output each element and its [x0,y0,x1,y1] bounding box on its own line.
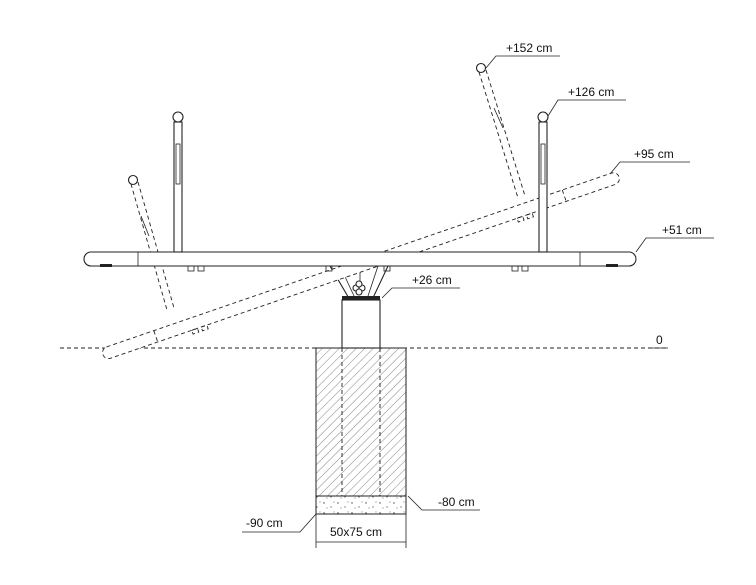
dimension-51: +51 cm [635,223,714,253]
level-right-handle [537,111,549,253]
label-126cm: +126 cm [568,85,614,99]
concrete-footing [315,347,407,515]
label-95cm: +95 cm [634,147,674,161]
dimension-minus-80: -80 cm [407,495,480,511]
label-minus-90cm: -90 cm [246,516,283,530]
label-minus-80cm: -80 cm [438,495,475,509]
level-left-handle [172,111,184,253]
label-152cm: +152 cm [506,41,552,55]
label-footing-size: 50x75 cm [330,525,382,539]
level-seesaw-beam [83,251,637,272]
footing-width-dimension: 50x75 cm [315,514,407,548]
pivot-post [341,299,381,349]
label-26cm: +26 cm [412,273,452,287]
tilted-right-handle [475,62,526,199]
dimension-26: +26 cm [381,273,460,299]
dimension-95: +95 cm [609,147,690,175]
dimension-152: +152 cm [485,41,560,69]
dimension-126: +126 cm [547,85,626,117]
dimension-minus-90: -90 cm [242,513,317,533]
pivot-bolt-icon [352,280,366,296]
tilted-left-handle [127,174,175,311]
pivot-bracket [329,265,389,301]
label-ground-zero: 0 [656,333,663,347]
label-51cm: +51 cm [662,223,702,237]
dimension-ground: 0 [648,333,668,349]
